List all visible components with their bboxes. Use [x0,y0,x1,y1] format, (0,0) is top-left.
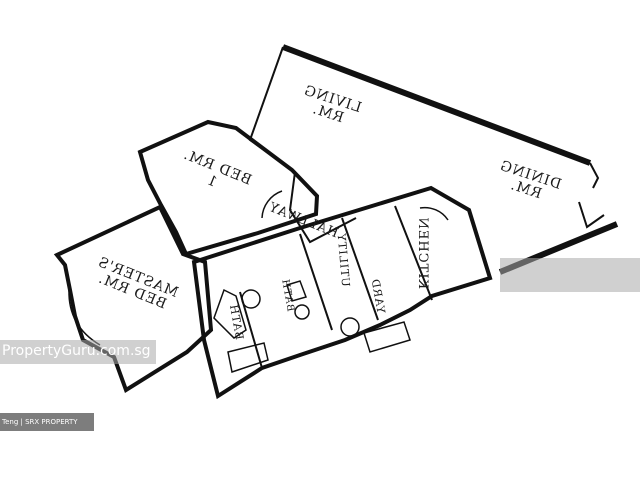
photo-credit: Teng | SRX PROPERTY [0,413,94,431]
bedroom-1-walls [137,119,320,257]
watermark-band-left [0,340,156,364]
kitchen-label: KITCHEN [415,216,431,290]
bathroom-fixtures [241,289,360,337]
watermark-site-text: PropertyGuru.com.sg [2,343,151,359]
living-dining-walls [248,44,619,275]
watermark-band-right [500,258,640,292]
service-area-walls [191,185,493,400]
